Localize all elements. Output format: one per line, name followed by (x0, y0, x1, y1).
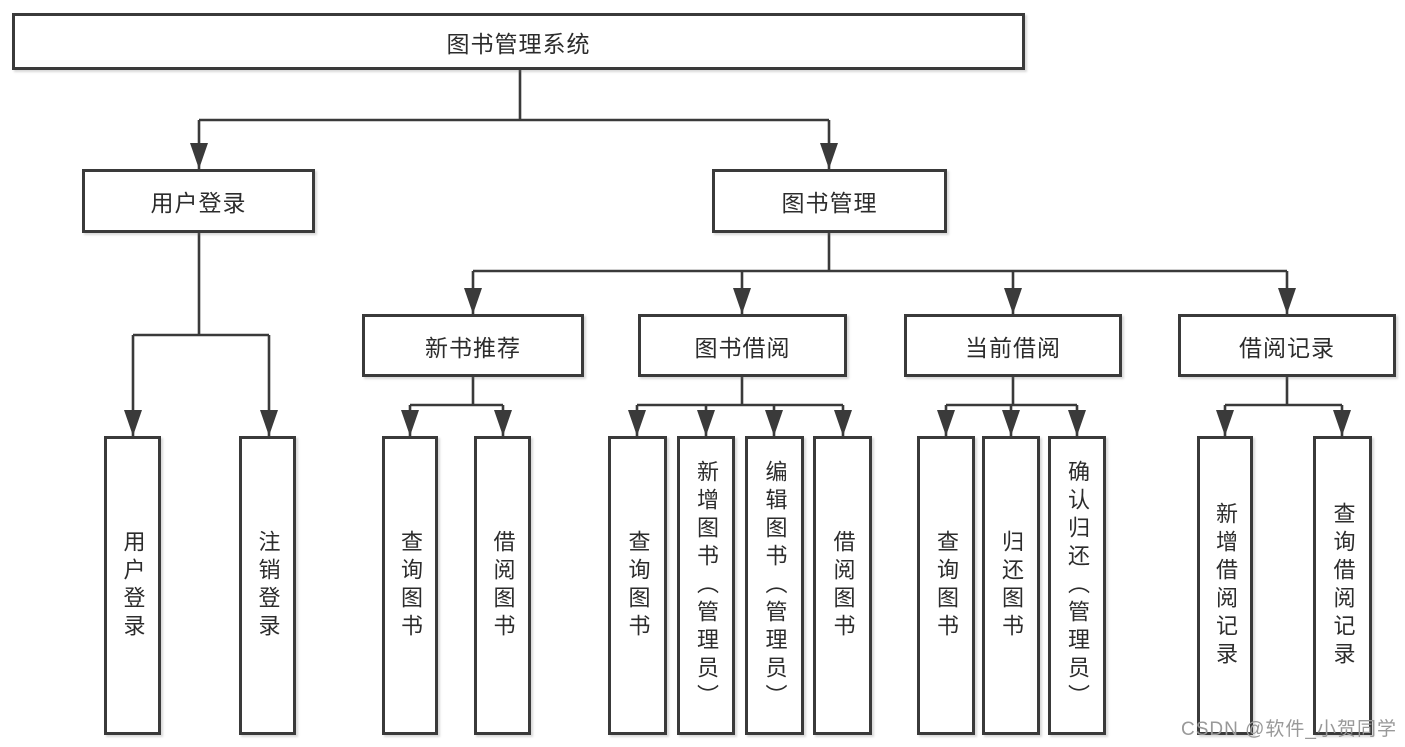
node-user-login: 用户登录 (82, 169, 315, 233)
leaf-add-books-admin: 新增图书（管理员） (677, 436, 735, 735)
leaf-edit-books-admin: 编辑图书（管理员） (745, 436, 804, 735)
leaf-confirm-return-admin: 确认归还（管理员） (1048, 436, 1106, 735)
leaf-borrow-books-recommend: 借阅图书 (474, 436, 531, 735)
node-borrow-records: 借阅记录 (1178, 314, 1396, 377)
leaf-query-books-current: 查询图书 (917, 436, 975, 735)
leaf-query-books-borrow: 查询图书 (608, 436, 667, 735)
leaf-query-books-recommend: 查询图书 (382, 436, 438, 735)
leaf-user-login: 用户登录 (104, 436, 161, 735)
node-new-book-recommend: 新书推荐 (362, 314, 584, 377)
node-root: 图书管理系统 (12, 13, 1025, 70)
node-book-management: 图书管理 (712, 169, 947, 233)
leaf-borrow-books: 借阅图书 (813, 436, 872, 735)
leaf-query-borrow-record: 查询借阅记录 (1313, 436, 1372, 735)
leaf-add-borrow-record: 新增借阅记录 (1197, 436, 1253, 735)
leaf-logout: 注销登录 (239, 436, 296, 735)
node-current-borrow: 当前借阅 (904, 314, 1122, 377)
csdn-watermark: CSDN @软件_小贺同学 (1181, 719, 1397, 740)
node-book-borrow: 图书借阅 (638, 314, 847, 377)
leaf-return-books: 归还图书 (982, 436, 1040, 735)
